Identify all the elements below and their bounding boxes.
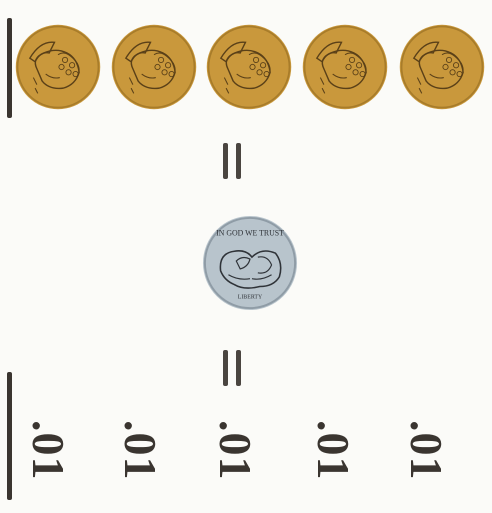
penny-coin (301, 23, 389, 111)
dime-coin: IN GOD WE TRUST LIBERTY (201, 214, 299, 312)
penny-icon (110, 23, 198, 111)
equals-bar (223, 350, 228, 386)
amount-text: .01 (303, 420, 363, 490)
amount-label: .01 (18, 420, 78, 490)
equals-sign (223, 350, 241, 386)
penny-coin (110, 23, 198, 111)
amount-label: .01 (396, 420, 456, 490)
amount-text: .01 (110, 420, 170, 490)
dime-inscription: LIBERTY (238, 294, 263, 300)
equals-bar (236, 143, 241, 179)
amount-text: .01 (205, 420, 265, 490)
amount-label: .01 (205, 420, 265, 490)
dime-icon: IN GOD WE TRUST LIBERTY (201, 214, 299, 312)
penny-icon (205, 23, 293, 111)
equals-bar (223, 143, 228, 179)
amount-label: .01 (110, 420, 170, 490)
equals-sign (223, 143, 241, 179)
penny-icon (14, 23, 102, 111)
left-bracket-top (7, 18, 12, 118)
left-bracket-bottom (7, 372, 12, 500)
amount-text: .01 (18, 420, 78, 490)
penny-coin (398, 23, 486, 111)
equals-bar (236, 350, 241, 386)
amount-label: .01 (303, 420, 363, 490)
penny-icon (398, 23, 486, 111)
dime-motto: IN GOD WE TRUST (216, 229, 284, 238)
penny-coin (205, 23, 293, 111)
penny-coin (14, 23, 102, 111)
amount-text: .01 (396, 420, 456, 490)
penny-icon (301, 23, 389, 111)
